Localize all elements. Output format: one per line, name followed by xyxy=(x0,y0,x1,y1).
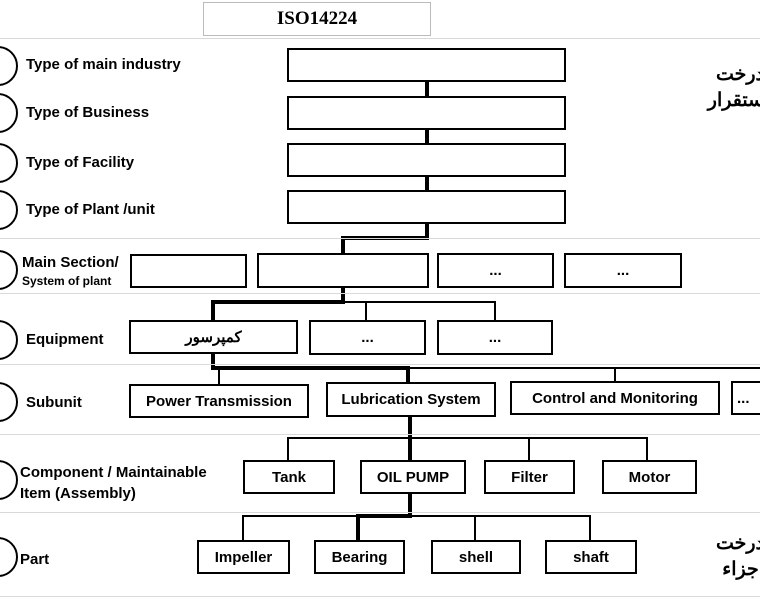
level-label-facility: Type of Facility xyxy=(26,154,135,171)
subunit-box: Lubrication System xyxy=(326,382,496,417)
component-box: Filter xyxy=(484,460,575,494)
subunit-box: Power Transmission xyxy=(129,384,309,418)
level-label-subunit: Subunit xyxy=(26,394,82,411)
equipment-box: ... xyxy=(437,320,553,355)
diagram-title: ISO14224 xyxy=(203,2,431,36)
level-label-industry: Type of main industry xyxy=(26,56,181,73)
equipment-box: کمپرسور xyxy=(129,320,298,354)
level-label-component-sub: Item (Assembly) xyxy=(20,485,136,502)
row-divider xyxy=(0,364,760,365)
subunit-box: ... xyxy=(731,381,760,415)
part-box: shaft xyxy=(545,540,637,574)
component-box: OIL PUMP xyxy=(360,460,466,494)
level-label-business: Type of Business xyxy=(26,104,150,121)
level-label-part: Part xyxy=(20,551,50,568)
section-box xyxy=(257,253,429,288)
side-label-tree-bottom: درخت xyxy=(715,533,760,554)
facility-box xyxy=(287,143,566,177)
subunit-box: Control and Monitoring xyxy=(510,381,720,415)
side-label-deployment: ستقرار xyxy=(707,90,760,111)
component-box: Motor xyxy=(602,460,697,494)
part-box: Bearing xyxy=(314,540,405,574)
row-divider xyxy=(0,38,760,39)
row-divider xyxy=(0,512,760,513)
part-box: Impeller xyxy=(197,540,290,574)
level-label-equipment: Equipment xyxy=(26,331,104,348)
plant-box xyxy=(287,190,566,224)
component-box: Tank xyxy=(243,460,335,494)
industry-box xyxy=(287,48,566,82)
section-box: ... xyxy=(437,253,554,288)
section-box xyxy=(130,254,247,288)
row-divider xyxy=(0,293,760,294)
business-box xyxy=(287,96,566,130)
level-label-section: Main Section/ xyxy=(22,254,119,271)
level-label-section-sub: System of plant xyxy=(22,274,112,288)
level-label-component: Component / Maintainable xyxy=(20,464,207,481)
level-label-plant: Type of Plant /unit xyxy=(26,201,155,218)
part-box: shell xyxy=(431,540,521,574)
side-label-components: اجزاء xyxy=(722,559,760,580)
row-divider xyxy=(0,434,760,435)
equipment-box: ... xyxy=(309,320,426,355)
side-label-tree-top: درخت xyxy=(715,64,760,85)
row-divider xyxy=(0,596,760,597)
section-box: ... xyxy=(564,253,682,288)
row-divider xyxy=(0,238,760,239)
